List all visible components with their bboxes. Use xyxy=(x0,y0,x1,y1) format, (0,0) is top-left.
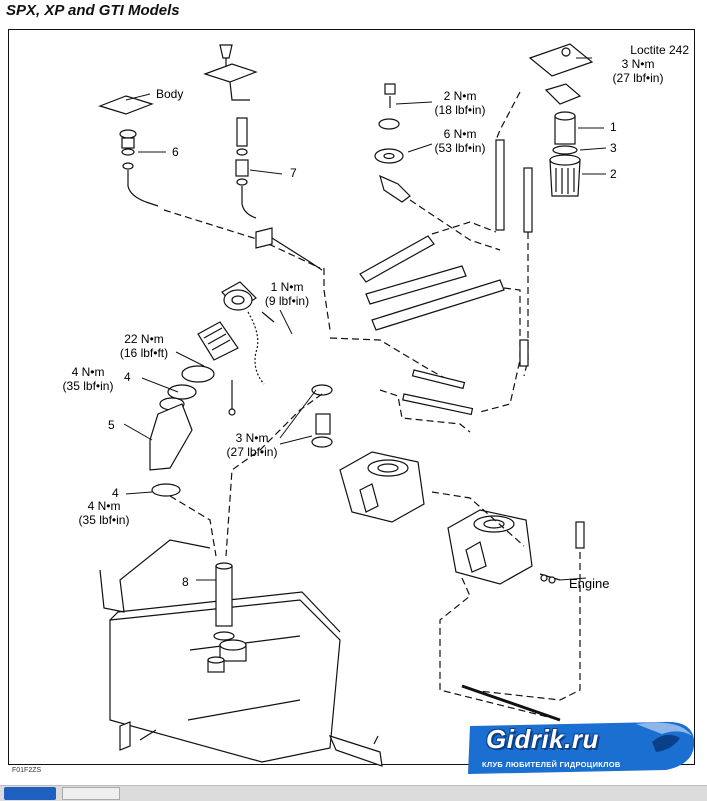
label-torque-clamp-lower-imperial: (35 lbf•in) xyxy=(78,513,130,527)
clamps-3nm xyxy=(311,384,333,448)
vent-bracket-body xyxy=(98,63,258,115)
fuel-valve-assembly xyxy=(374,83,411,203)
callout-5: 5 xyxy=(108,418,115,432)
carburetor-front xyxy=(447,509,533,585)
vent-pipe-7 xyxy=(235,117,249,186)
filler-cap xyxy=(221,281,257,311)
callout-4-upper: 4 xyxy=(124,370,131,384)
label-torque-clamp-upper-imperial: (35 lbf•in) xyxy=(62,379,114,393)
taskbar xyxy=(0,785,707,801)
carburetor-rear xyxy=(339,451,425,523)
taskbar-start-button[interactable] xyxy=(4,787,56,800)
label-torque-clamps: 3 N•m xyxy=(235,431,269,445)
leader-lines xyxy=(123,57,607,581)
check-valve-6 xyxy=(119,129,137,170)
callout-3: 3 xyxy=(610,141,617,155)
callout-1: 1 xyxy=(610,120,617,134)
figure-code: F01F2ZS xyxy=(12,767,42,774)
label-torque-valve-nut-imperial: (53 lbf•in) xyxy=(434,141,486,155)
taskbar-app-button[interactable] xyxy=(62,787,120,800)
label-torque-cap-screw: 1 N•m xyxy=(270,280,304,294)
label-torque-valve-nut: 6 N•m xyxy=(443,127,477,141)
label-torque-clamp-lower: 4 N•m xyxy=(87,499,121,513)
fuel-filter-1 xyxy=(554,111,576,145)
callout-6: 6 xyxy=(172,145,179,159)
label-torque-clamp-upper: 4 N•m xyxy=(71,365,105,379)
label-torque-filler-neck: 22 N•m xyxy=(124,332,164,346)
label-torque-filter-bracket: 3 N•m xyxy=(621,57,655,71)
label-engine: Engine xyxy=(569,576,610,591)
callout-4-lower: 4 xyxy=(112,486,119,500)
page-title: SPX, XP and GTI Models xyxy=(6,2,180,19)
callout-7: 7 xyxy=(290,166,297,180)
fuel-hoses-center xyxy=(359,235,505,331)
filler-vent-cap xyxy=(219,44,233,66)
filler-hose-5 xyxy=(149,403,193,497)
label-torque-valve-screw-imperial: (18 lbf•in) xyxy=(434,103,486,117)
fuel-pickup-8 xyxy=(213,562,235,641)
logo-name: Gidrik.ru xyxy=(486,724,599,754)
label-torque-valve-screw: 2 N•m xyxy=(443,89,477,103)
label-torque-filler-neck-imperial: (16 lbf•ft) xyxy=(119,346,169,360)
label-torque-cap-screw-imperial: (9 lbf•in) xyxy=(264,294,310,308)
callout-8: 8 xyxy=(182,575,189,589)
filter-bowl-2 xyxy=(549,154,581,197)
label-torque-filter-bracket-imperial: (27 lbf•in) xyxy=(612,71,664,85)
logo-tagline: КЛУБ ЛЮБИТЕЛЕЙ ГИДРОЦИКЛОВ xyxy=(482,760,621,769)
logo-swoosh-icon xyxy=(468,721,695,774)
label-torque-clamps-imperial: (27 lbf•in) xyxy=(226,445,278,459)
filler-neck xyxy=(197,321,239,361)
gidrik-logo: Gidrik.ru КЛУБ ЛЮБИТЕЛЕЙ ГИДРОЦИКЛОВ xyxy=(466,718,698,776)
fuel-tank xyxy=(99,539,341,763)
callout-2: 2 xyxy=(610,167,617,181)
label-loctite: Loctite 242 xyxy=(630,43,689,57)
fuel-filter-bracket xyxy=(528,43,594,105)
filler-clamp-upper xyxy=(181,365,215,383)
label-body: Body xyxy=(156,87,184,101)
o-ring-3 xyxy=(552,145,578,155)
